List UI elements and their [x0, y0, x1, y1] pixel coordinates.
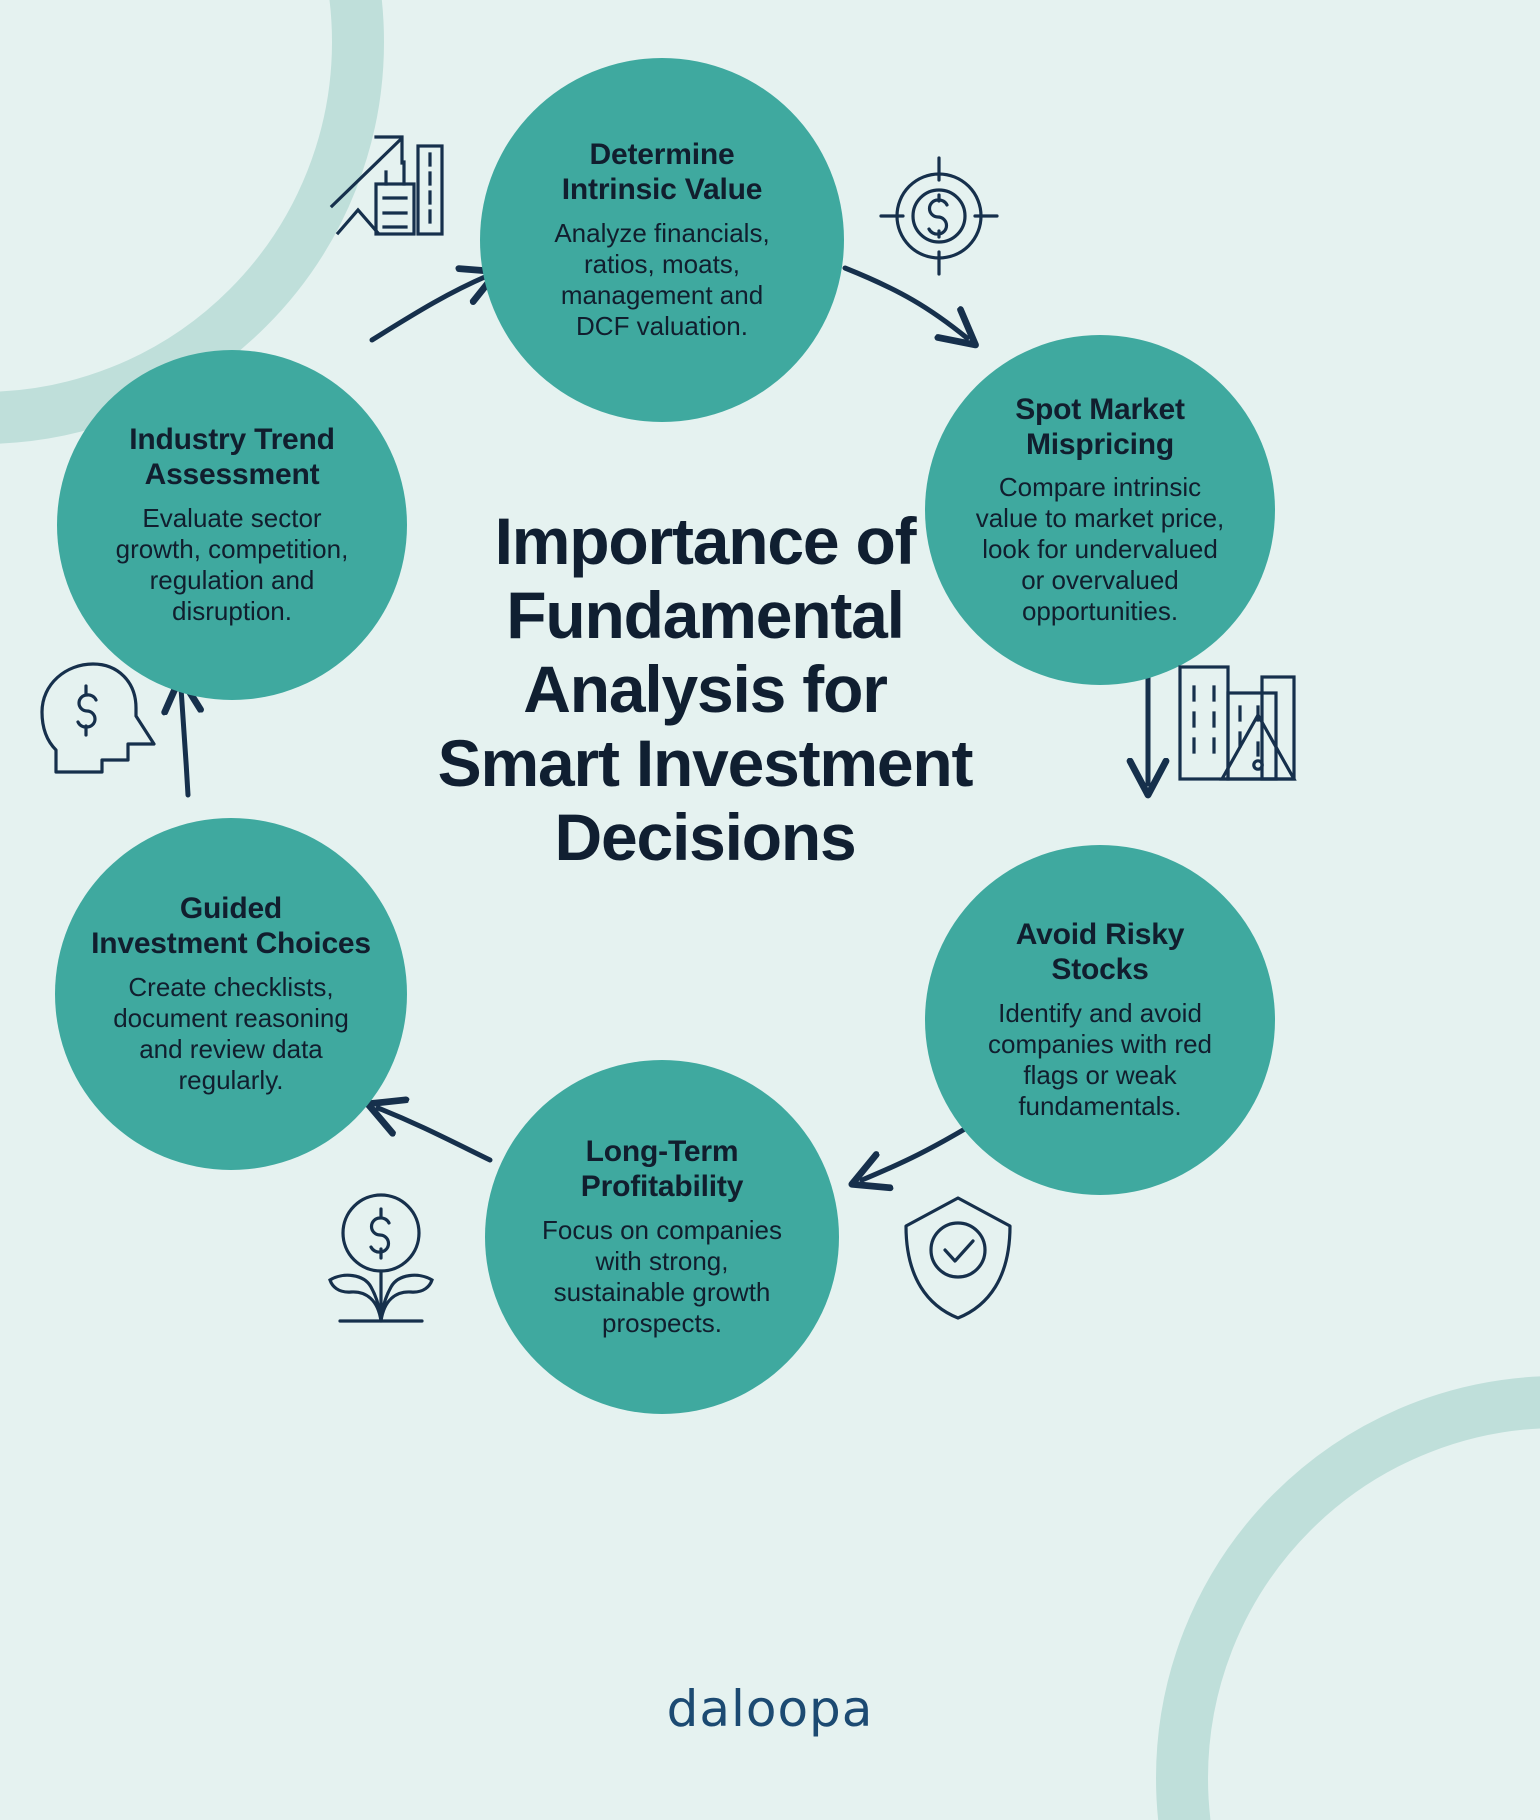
- node-description: Focus on companies with strong, sustaina…: [542, 1214, 782, 1338]
- growth-buildings-icon: [318, 128, 448, 246]
- head-dollar-icon: [38, 660, 164, 784]
- node-description: Analyze financials, ratios, moats, manag…: [554, 217, 770, 341]
- node-description: Evaluate sector growth, competition, reg…: [115, 502, 349, 626]
- target-dollar-icon: [873, 150, 1005, 282]
- node-description: Create checklists, document reasoning an…: [113, 971, 349, 1095]
- shield-check-icon: [900, 1192, 1016, 1324]
- node-title: Determine Intrinsic Value: [561, 138, 763, 207]
- decorative-ring-bottom-right: [1156, 1376, 1540, 1820]
- brand-logo: daloopa: [0, 1680, 1540, 1738]
- node-description: Identify and avoid companies with red fl…: [988, 997, 1212, 1121]
- node-long-term-profitability[interactable]: Long-Term Profitability Focus on compani…: [485, 1060, 839, 1414]
- page-title: Importance of Fundamental Analysis for S…: [437, 504, 974, 874]
- buildings-warning-icon: [1172, 655, 1304, 787]
- node-title: Avoid Risky Stocks: [1015, 918, 1185, 987]
- node-avoid-risky-stocks[interactable]: Avoid Risky Stocks Identify and avoid co…: [925, 845, 1275, 1195]
- node-spot-market-mispricing[interactable]: Spot Market Mispricing Compare intrinsic…: [925, 335, 1275, 685]
- node-title: Industry Trend Assessment: [129, 423, 335, 492]
- node-description: Compare intrinsic value to market price,…: [975, 472, 1225, 627]
- money-plant-icon: [318, 1188, 444, 1328]
- node-title: Guided Investment Choices: [91, 892, 371, 961]
- node-determine-intrinsic-value[interactable]: Determine Intrinsic Value Analyze financ…: [480, 58, 844, 422]
- node-guided-investment-choices[interactable]: Guided Investment Choices Create checkli…: [55, 818, 407, 1170]
- logo-text: daloopa: [666, 1680, 874, 1738]
- node-title: Long-Term Profitability: [580, 1135, 744, 1204]
- node-title: Spot Market Mispricing: [1015, 392, 1185, 461]
- node-industry-trend-assessment[interactable]: Industry Trend Assessment Evaluate secto…: [57, 350, 407, 700]
